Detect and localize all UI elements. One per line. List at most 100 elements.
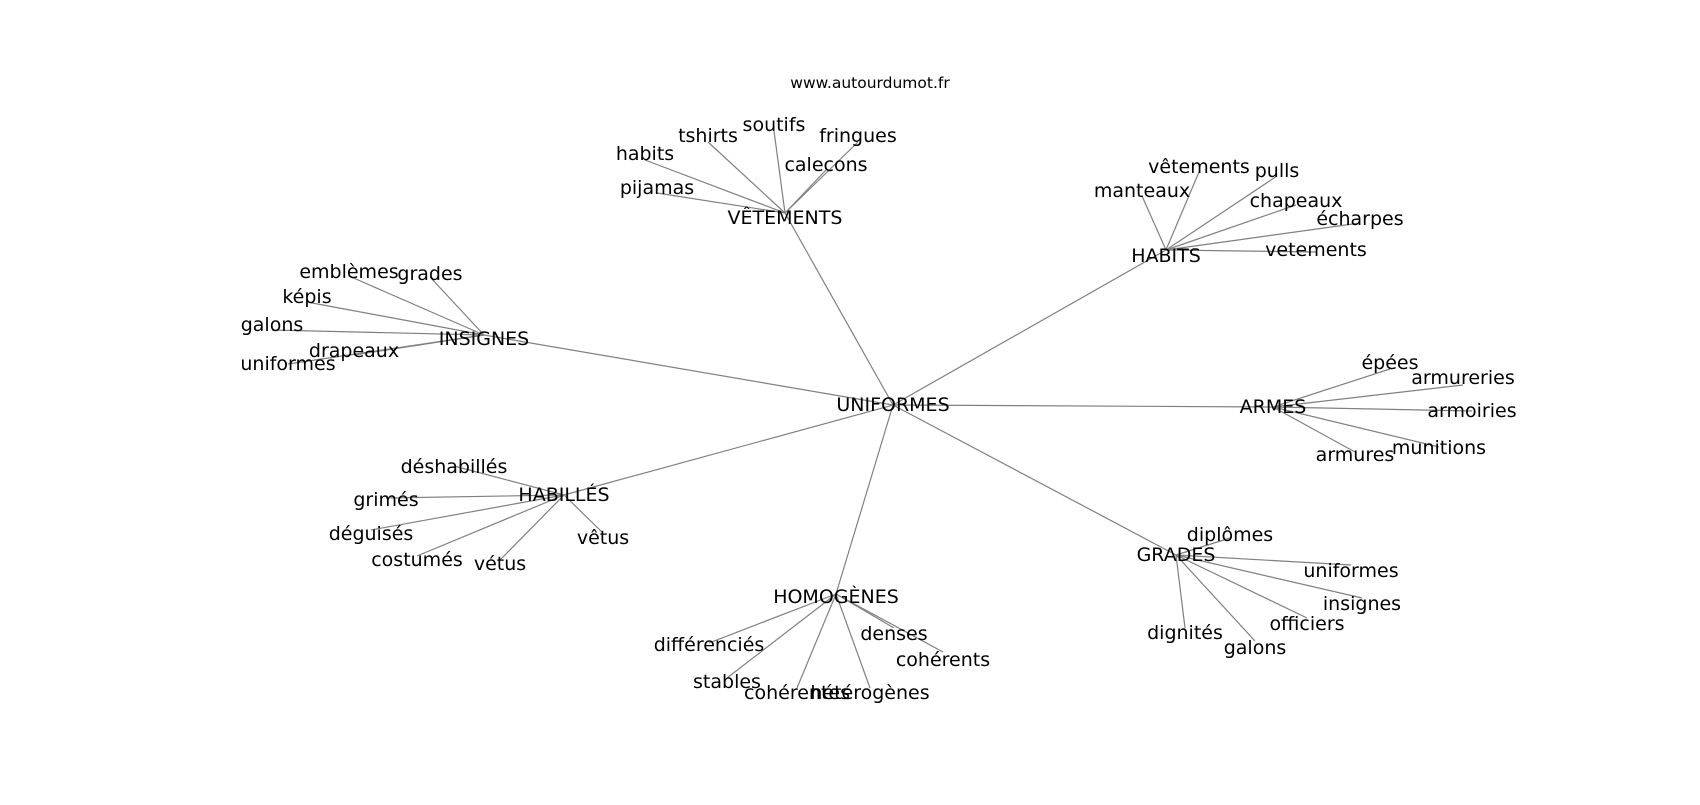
edge-habits-5	[1165, 249, 1317, 253]
edge-armes-0	[1272, 368, 1391, 408]
edge-habilles-2	[370, 494, 565, 531]
edge-root-armes	[892, 404, 1274, 408]
edge-root-grades	[892, 404, 1177, 556]
related-word-homogenes-0[interactable]: différenciés	[654, 634, 765, 656]
related-word-habits-2[interactable]: manteaux	[1094, 180, 1190, 202]
related-word-habits-4[interactable]: écharpes	[1316, 208, 1403, 230]
related-word-insignes-1[interactable]: grades	[397, 263, 462, 285]
edge-homogenes-4	[796, 593, 837, 689]
edge-grades-5	[1175, 554, 1186, 629]
edge-insignes-0	[348, 275, 485, 336]
edge-habilles-5	[563, 494, 604, 534]
related-word-habilles-3[interactable]: costumés	[371, 549, 463, 571]
edge-insignes-2	[306, 301, 485, 336]
related-word-habits-1[interactable]: pulls	[1255, 160, 1300, 182]
related-word-grades-2[interactable]: insignes	[1323, 593, 1401, 615]
related-word-vetements-2[interactable]: soutifs	[743, 114, 806, 136]
related-word-habilles-4[interactable]: vétus	[474, 553, 526, 575]
edge-vetements-4	[784, 169, 827, 214]
related-word-habilles-0[interactable]: déshabillés	[401, 456, 508, 478]
edge-root-homogenes	[835, 404, 894, 595]
related-word-grades-1[interactable]: uniformes	[1303, 560, 1398, 582]
hub-word-habits[interactable]: HABITS	[1131, 245, 1201, 267]
related-word-armes-1[interactable]: armureries	[1411, 367, 1514, 389]
edge-root-insignes	[483, 334, 894, 406]
related-word-vetements-1[interactable]: tshirts	[678, 125, 738, 147]
edge-habilles-1	[385, 494, 565, 499]
related-word-grades-3[interactable]: officiers	[1269, 613, 1344, 635]
edge-vetements-0	[644, 159, 786, 214]
edge-habits-1	[1165, 175, 1278, 251]
related-word-grades-0[interactable]: diplômes	[1187, 524, 1273, 546]
hub-word-insignes[interactable]: INSIGNES	[439, 328, 529, 350]
related-word-habilles-1[interactable]: grimés	[353, 489, 418, 511]
related-word-armes-2[interactable]: armoiries	[1427, 400, 1516, 422]
hub-word-armes[interactable]: ARMES	[1240, 396, 1307, 418]
edge-armes-1	[1272, 384, 1464, 408]
related-word-insignes-2[interactable]: képis	[282, 286, 331, 308]
related-word-habits-0[interactable]: vêtements	[1148, 156, 1250, 178]
root-word[interactable]: UNIFORMES	[836, 394, 949, 416]
edge-layer	[271, 130, 1473, 689]
edge-vetements-1	[707, 141, 786, 214]
hub-word-grades[interactable]: GRADES	[1137, 544, 1216, 566]
related-word-homogenes-3[interactable]: stables	[693, 671, 761, 693]
related-word-vetements-5[interactable]: pijamas	[620, 177, 694, 199]
source-watermark: www.autourdumot.fr	[790, 74, 950, 92]
edge-armes-3	[1272, 406, 1440, 448]
edge-insignes-1	[429, 276, 485, 336]
edge-habilles-0	[453, 465, 565, 496]
edge-habits-4	[1165, 222, 1361, 251]
edge-root-vetements	[784, 212, 894, 406]
related-word-habilles-5[interactable]: vêtus	[577, 527, 629, 549]
edge-habilles-4	[499, 494, 565, 561]
related-word-vetements-4[interactable]: calecons	[784, 154, 867, 176]
edge-root-habilles	[563, 404, 894, 496]
edge-habilles-3	[416, 494, 565, 557]
related-word-habits-5[interactable]: vetements	[1265, 239, 1367, 261]
label-layer: www.autourdumot.fr UNIFORMES VÊTEMENTS ha…	[240, 74, 1516, 704]
edge-homogenes-2	[835, 593, 944, 653]
related-word-insignes-4[interactable]: drapeaux	[309, 340, 399, 362]
edge-armes-4	[1272, 406, 1356, 453]
related-word-grades-4[interactable]: galons	[1224, 637, 1287, 659]
related-word-grades-5[interactable]: dignités	[1147, 622, 1223, 644]
edge-vetements-3	[784, 141, 859, 214]
edge-insignes-5	[287, 334, 485, 365]
hub-word-homogenes[interactable]: HOMOGÈNES	[773, 585, 899, 608]
edge-root-habits	[892, 249, 1167, 406]
related-word-insignes-0[interactable]: emblèmes	[299, 261, 398, 283]
related-word-homogenes-4[interactable]: cohérentes	[744, 682, 850, 704]
edge-habits-3	[1165, 204, 1297, 251]
related-word-insignes-3[interactable]: galons	[241, 314, 304, 336]
edge-grades-2	[1175, 554, 1363, 599]
edge-homogenes-5	[835, 593, 871, 689]
related-word-habilles-2[interactable]: déguisés	[329, 523, 414, 545]
related-word-insignes-5[interactable]: uniformes	[240, 353, 335, 375]
edge-armes-2	[1272, 406, 1473, 412]
related-word-armes-0[interactable]: épées	[1361, 352, 1418, 374]
edge-grades-0	[1175, 537, 1231, 556]
edge-homogenes-0	[708, 593, 837, 644]
hub-word-vetements[interactable]: VÊTEMENTS	[728, 206, 843, 229]
edge-grades-3	[1175, 554, 1308, 619]
related-word-homogenes-1[interactable]: denses	[860, 623, 927, 645]
related-word-vetements-3[interactable]: fringues	[819, 125, 897, 147]
edge-grades-4	[1175, 554, 1256, 642]
related-word-homogenes-5[interactable]: hétérogènes	[810, 682, 929, 704]
related-word-homogenes-2[interactable]: cohérents	[896, 649, 990, 671]
edge-habits-2	[1141, 195, 1167, 251]
edge-habits-0	[1165, 171, 1200, 251]
related-word-armes-4[interactable]: armures	[1316, 444, 1395, 466]
related-word-vetements-0[interactable]: habits	[616, 143, 674, 165]
related-word-armes-3[interactable]: munitions	[1392, 437, 1486, 459]
related-word-habits-3[interactable]: chapeaux	[1250, 190, 1343, 212]
edge-homogenes-3	[726, 593, 837, 679]
hub-word-habilles[interactable]: HABILLÉS	[518, 483, 609, 506]
edge-vetements-2	[773, 130, 786, 214]
edge-insignes-3	[271, 329, 485, 336]
edge-vetements-5	[656, 192, 786, 214]
edge-grades-1	[1175, 554, 1352, 566]
